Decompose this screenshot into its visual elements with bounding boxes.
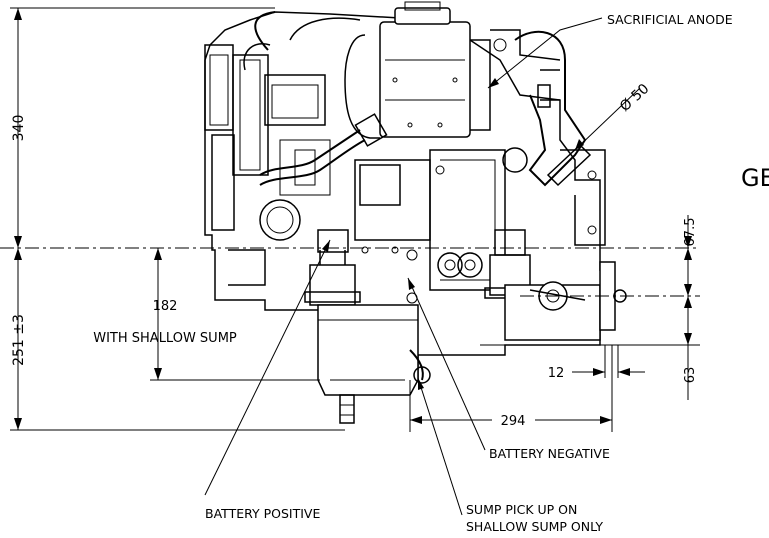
dim-67-label: 67.5: [683, 218, 698, 247]
engine-outline: [204, 1, 627, 424]
sacrificial-anode-label: SACRIFICIAL ANODE: [607, 12, 733, 27]
right-dimensions: 67.5 63 12 294: [409, 215, 700, 432]
left-dimensions: 340 251 ±3 182 WITH SHALLOW SUMP: [10, 7, 345, 431]
sump-pickup-line1: SUMP PICK UP ON: [466, 502, 577, 517]
callouts: SACRIFICIAL ANODE Ø 50 GE BATTERY NEGATI…: [204, 12, 769, 534]
battery-positive-label: BATTERY POSITIVE: [205, 506, 320, 521]
diameter-label: Ø 50: [617, 81, 652, 115]
battery-negative-label: BATTERY NEGATIVE: [489, 446, 610, 461]
dim-251-label: 251 ±3: [11, 314, 27, 366]
dim-63-label: 63: [683, 367, 698, 384]
title-fragment: GE: [741, 164, 769, 192]
dim-12-label: 12: [548, 366, 565, 381]
dim-294-label: 294: [501, 414, 526, 429]
center-lines: [0, 247, 700, 297]
sump-pickup-line2: SHALLOW SUMP ONLY: [466, 519, 603, 534]
shallow-sump-label: WITH SHALLOW SUMP: [93, 331, 237, 346]
dim-182-label: 182: [153, 299, 178, 314]
dim-340-label: 340: [11, 115, 27, 142]
